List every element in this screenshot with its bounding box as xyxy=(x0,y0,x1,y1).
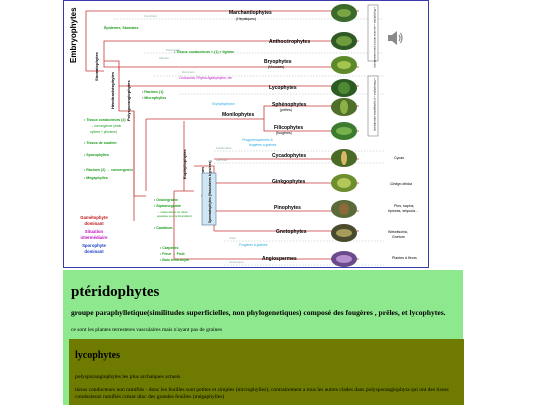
fossil-cooksonia: Cooksonia, Rhynia Aglaophyton, etc xyxy=(179,76,232,80)
taxon-bryophytes: Bryophytes xyxy=(264,59,292,65)
char-tissus-2b: → convergence (mais xyxy=(90,124,121,128)
legend-situation-b: intermédiaire xyxy=(81,235,109,240)
notes-description: ce sont les plantes terresteres vasculai… xyxy=(71,327,222,333)
notes-subtitle: groupe paraphylletique(similitudes super… xyxy=(71,308,446,317)
side-box-top-text: « Bryophytes » au sens ancien (non-vascu… xyxy=(373,7,377,68)
period-silurien: Silurien xyxy=(159,56,169,60)
char-microphylles: • Microphylles xyxy=(142,96,166,100)
notes-title: ptéridophytes xyxy=(71,284,160,300)
char-bois: • Bois hétéroxylé xyxy=(160,258,189,262)
period-permien: Permien xyxy=(216,158,228,162)
example-gneto-b: Gnetum xyxy=(392,235,405,239)
example-gneto-a: Welwitschia, xyxy=(388,230,408,234)
fossil-progymnospermes: Progymnospermes & xyxy=(242,138,274,142)
taxon-bryophytes-sub: (Mousses) xyxy=(268,65,284,69)
period-carbonifere: Carbonifère xyxy=(216,146,232,150)
taxon-sphenophytes-sub: (prêles) xyxy=(280,108,292,112)
side-box-bryophytes xyxy=(367,4,379,62)
taxon-marchantiophytes-sub: (Hépatiques) xyxy=(236,17,256,21)
char-carpelles: • Carpelles xyxy=(160,246,178,250)
plant-photos xyxy=(331,4,357,267)
char-tissus-lignine: • Tissus conducteurs « (1) » lignine xyxy=(174,50,234,54)
spermatophytes-box xyxy=(201,172,217,226)
fossil-fougeres-graines: fougères à graines xyxy=(249,143,277,147)
tree-branches xyxy=(85,10,359,260)
taxon-anthocerophytes: Anthocérophytes xyxy=(269,39,310,45)
slide-title: Embryophytes xyxy=(69,7,78,63)
char-siphonogamie: • Siphonogamie xyxy=(154,204,181,208)
side-box-pterophytes xyxy=(367,75,379,137)
char-megaphylles: • Mégaphylles xyxy=(84,176,108,180)
lycophytes-line-2: tissus conducteurs non ramifiés - donc l… xyxy=(75,387,449,400)
char-ovule: • Ovule/graine xyxy=(154,198,178,202)
example-ginkgo: Ginkgo biloba xyxy=(390,182,412,186)
taxon-pinophytes: Pinophytes xyxy=(274,205,301,211)
taxon-lycophytes: Lycophytes xyxy=(269,85,297,91)
example-cycas: Cycas xyxy=(394,156,404,160)
period-devonien: Dévonien xyxy=(182,70,195,74)
taxon-filicophytes-sub: (fougères) xyxy=(276,131,292,135)
label-hemitracheophytes: Hémitrachéophytes xyxy=(110,71,115,109)
char-tissus-soutien: • Tissus de soutien xyxy=(84,141,117,145)
lycophytes-line-1: polysporangiophytes les plus archaiques … xyxy=(75,374,181,380)
char-tissus-2a: • Tissus conducteurs (2) xyxy=(84,118,126,122)
char-siphono-note-a: → indépendance du milieu xyxy=(157,210,188,214)
char-epiderme: Épiderme, Stomates xyxy=(104,25,139,30)
period-trias: Trias xyxy=(229,236,236,240)
char-racines-1: • Racines (1) xyxy=(142,90,164,94)
taxon-sphenophytes: Sphénophytes xyxy=(272,102,307,108)
period-jurassique: Jurassique xyxy=(229,260,244,264)
example-plantes-fleurs: Plantes à fleurs xyxy=(392,256,417,260)
example-pins-a: Pins, sapins, xyxy=(394,204,414,208)
period-ordovicien: Ordovicien xyxy=(166,48,181,52)
period-cambrien: Cambrien xyxy=(144,14,157,18)
label-polysporangiophytes: Polysporangiophytes xyxy=(126,80,131,121)
taxon-angiospermes: Angiospermes xyxy=(262,256,297,262)
char-cambium: • Cambium xyxy=(154,226,173,230)
phylogeny-tree-diagram: Embryophytes Stomatophytes Hémitrachéoph… xyxy=(69,4,419,267)
lycophytes-panel: lycophytes polysporangiophytes les plus … xyxy=(69,339,464,405)
taxon-ginkgophytes: Ginkgophytes xyxy=(272,179,306,185)
char-fleur-fruit: • Fleur → Fruit xyxy=(160,252,185,256)
label-spermatophytes: Spermatophytes (Vasculaires à graines) xyxy=(208,161,212,224)
label-stomatophytes: Stomatophytes xyxy=(94,51,99,81)
legend-situation-a: Situation xyxy=(85,229,104,234)
legend-sporophyte-a: Sporophyte xyxy=(82,243,106,248)
lycophytes-title: lycophytes xyxy=(75,350,120,361)
legend-gametophyte-b: dominant xyxy=(84,221,104,226)
legend-sporophyte-b: dominant xyxy=(84,249,104,254)
speaker-icon[interactable] xyxy=(386,30,404,46)
taxon-filicophytes: Filicophytes xyxy=(274,125,303,131)
example-pins-b: épiceas, séquoia… xyxy=(388,209,419,213)
fossil-eophyllophyton: Eophyllophyton xyxy=(212,102,235,106)
label-euphyllophytes: Euphyllophytes xyxy=(182,148,187,179)
phylogeny-slide: Embryophytes Stomatophytes Hémitrachéoph… xyxy=(63,0,429,268)
char-sporophylles: • Sporophylles xyxy=(84,153,109,157)
taxon-monilophytes: Monilophytes xyxy=(222,112,254,118)
char-tissus-2c: xylème + phloème) xyxy=(90,130,117,134)
side-box-bottom-text: « Ptérophytes » (cryptogames vasculaires… xyxy=(373,78,377,131)
char-racines-2: • Racines (2) → convergence xyxy=(84,168,133,172)
legend-gametophyte-a: Gamétophyte xyxy=(80,215,108,220)
char-siphono-note-b: aquatique pour la fécondation) xyxy=(157,214,192,218)
taxon-marchantiophytes: Marchantiophytes xyxy=(229,10,272,16)
taxon-gnetophytes: Gnetophytes xyxy=(276,229,307,235)
fossil-fougeres-graines-late: Fougères à graines xyxy=(239,243,268,247)
taxon-cycadophytes: Cycadophytes xyxy=(272,153,306,159)
